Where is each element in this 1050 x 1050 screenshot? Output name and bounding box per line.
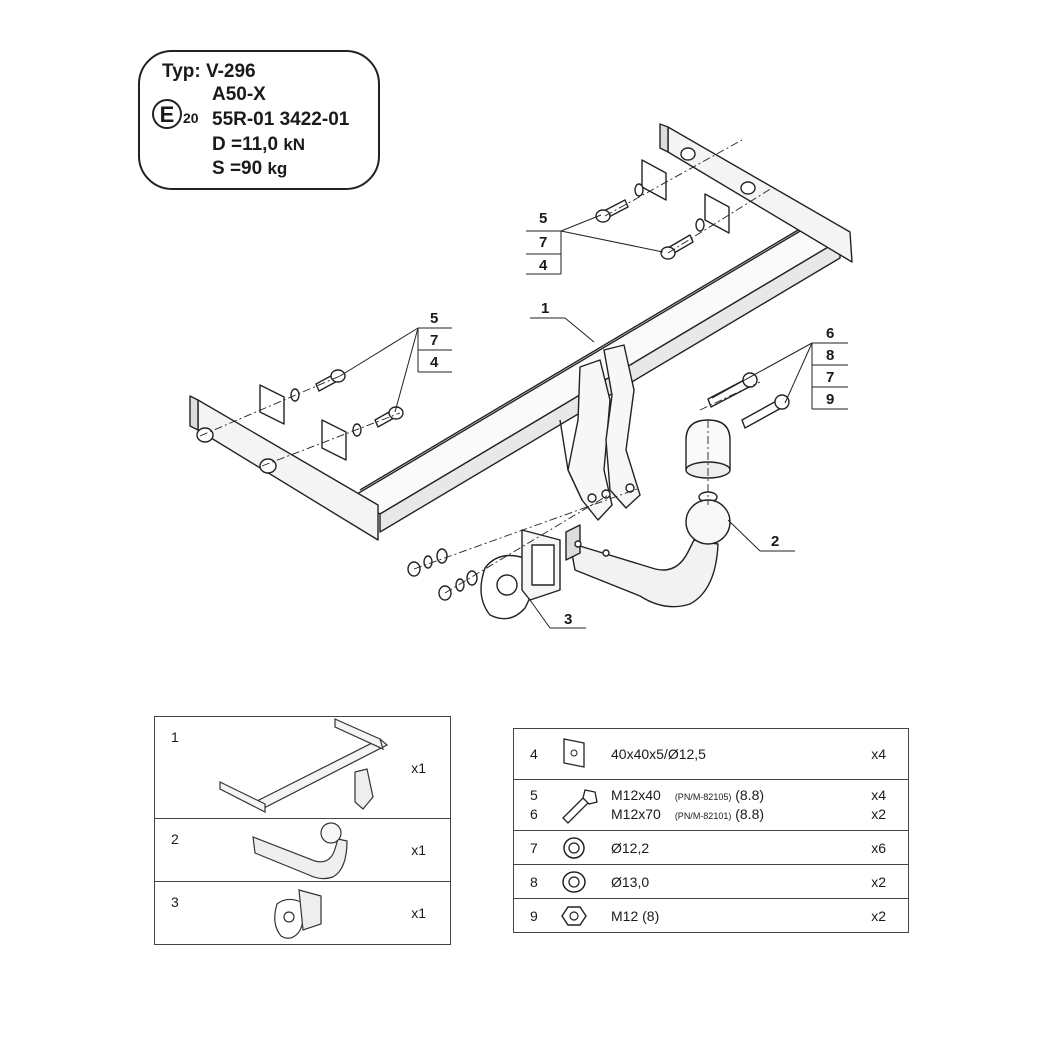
hardware-desc: Ø12,2 [611,840,650,856]
hardware-desc: M12 (8) [611,908,660,924]
plate-d-value: D =11,0 kN [212,134,306,155]
flat-washer-icon [562,871,586,893]
table-row: 9 M12 (8) x2 [513,898,909,933]
hardware-desc: M12x40(PN/M-82105) (8.8) [611,787,765,803]
table-row: 7 Ø12,2 x6 [513,830,909,865]
plate-model: A50-X [212,84,266,105]
callout-8: 8 [826,347,834,364]
exploded-drawing: 5 7 4 5 7 4 6 8 7 9 1 2 3 [189,123,853,629]
square-washer [704,193,730,234]
callout-1: 1 [541,300,549,317]
hardware-qty: x4 [871,787,886,803]
assembly-qty: x1 [411,759,426,776]
plate-typ: Typ: V-296 [162,61,256,82]
hardware-qty: x4 [871,746,886,762]
bolt-set-right [595,147,756,260]
square-washer [641,159,667,201]
plate-approval: 55R-01 3422-01 [212,109,350,130]
socket-plate [480,529,561,620]
hardware-table: 4 40x40x5/Ø12,5 x4 5 6 M12x40(PN/M-82105… [513,728,909,933]
approval-plate: Typ: V-296 A50-X E 20 55R-01 3422-01 D =… [138,50,380,190]
leader-lines [339,214,848,629]
bolt-set-left [196,369,404,474]
hardware-number: 9 [530,908,538,924]
callout-7-ball: 7 [826,369,834,386]
table-row: 1 x1 [154,716,451,819]
assembly-number: 3 [171,894,179,910]
hardware-desc: Ø13,0 [611,874,650,890]
hardware-number: 5 [530,787,538,803]
hardware-number: 7 [530,840,538,856]
towball [565,499,731,608]
plate-approval-number: 3422-01 [279,109,350,130]
plate-s-value: S =90 kg [212,158,288,179]
nut-icon [561,906,587,926]
e-mark-icon: E [152,99,182,129]
assembly-axes [199,139,773,594]
callout-5-rear: 5 [539,210,547,227]
spring-washer-icon [563,837,585,859]
hardware-desc-2: M12x70(PN/M-82101) (8.8) [611,806,765,822]
table-row: 4 40x40x5/Ø12,5 x4 [513,728,909,780]
square-washer [321,419,347,461]
nut-washer-stack [407,548,478,601]
ball-bolts [707,372,790,429]
callout-3: 3 [564,611,572,628]
towball-icon [252,822,348,880]
callout-5-left: 5 [430,310,438,327]
hardware-qty: x6 [871,840,886,856]
callout-7-rear: 7 [539,234,547,251]
hardware-qty: x2 [871,874,886,890]
table-row: 3 x1 [154,881,451,945]
callout-4-rear: 4 [539,257,548,274]
table-row: 2 x1 [154,818,451,882]
hardware-number: 8 [530,874,538,890]
table-row: 5 6 M12x40(PN/M-82105) (8.8) M12x70(PN/M… [513,779,909,831]
hardware-number: 4 [530,746,538,762]
callout-2: 2 [771,533,779,550]
bolt-icon [562,789,598,824]
hardware-qty: x2 [871,908,886,924]
hardware-qty-2: x2 [871,806,886,822]
callout-4-left: 4 [430,354,439,371]
hardware-number-2: 6 [530,806,538,822]
square-washer [259,384,285,425]
e-number: 20 [183,110,199,126]
callout-7-left: 7 [430,332,438,349]
hardware-desc: 40x40x5/Ø12,5 [611,746,706,762]
socket-plate-icon [274,889,322,939]
assembly-number: 2 [171,831,179,847]
callout-6: 6 [826,325,834,342]
neck-brackets [559,344,641,521]
assembly-number: 1 [171,729,179,745]
assemblies-table: 1 x1 2 x1 3 x1 [154,716,451,945]
square-washer-icon [563,738,585,768]
assembly-qty: x1 [411,905,426,921]
table-row: 8 Ø13,0 x2 [513,864,909,899]
callout-9: 9 [826,391,834,408]
crossbar-icon [219,718,389,813]
assembly-qty: x1 [411,842,426,858]
